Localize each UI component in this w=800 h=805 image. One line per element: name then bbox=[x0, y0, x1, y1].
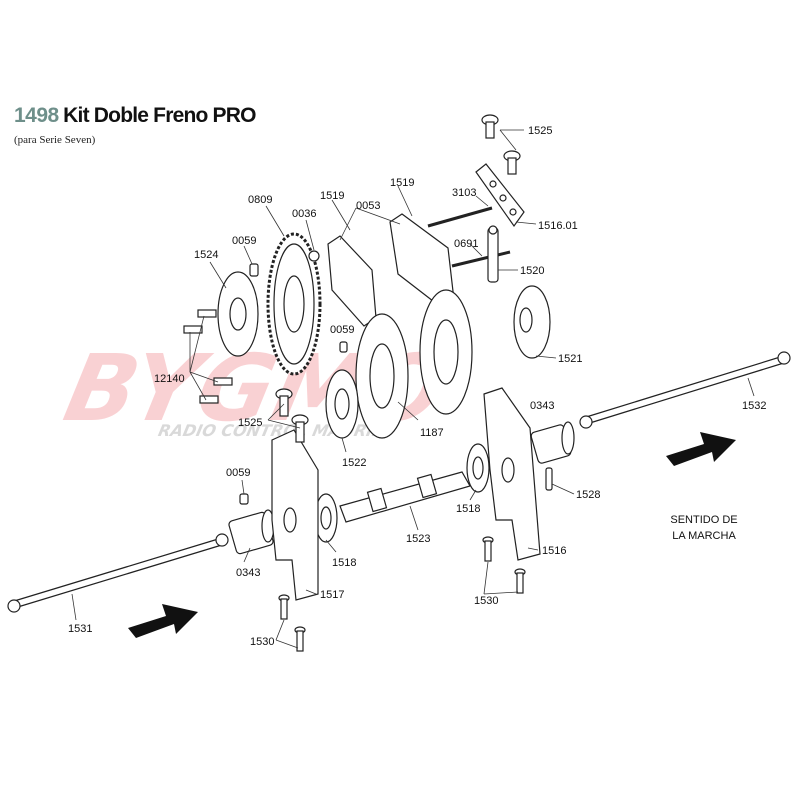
pin-0059-mid bbox=[339, 341, 348, 353]
arrow-right-icon bbox=[666, 432, 736, 466]
brake-disc-1187 bbox=[355, 289, 473, 439]
direction-line-1: SENTIDO DE bbox=[670, 514, 738, 526]
label-1530-right: 1530 bbox=[474, 595, 498, 607]
part-labels: 1525 1516.01 3103 0691 1520 1519 1519 00… bbox=[68, 125, 766, 648]
dogbone-1531 bbox=[7, 533, 229, 613]
label-1518-left: 1518 bbox=[332, 557, 356, 569]
leader-lines bbox=[71, 129, 755, 649]
label-0036: 0036 bbox=[292, 208, 316, 220]
lever-1520 bbox=[487, 225, 499, 283]
label-1523: 1523 bbox=[406, 533, 430, 545]
label-1522: 1522 bbox=[342, 457, 366, 469]
outdrive-0343-left bbox=[228, 509, 275, 555]
bearing-1518-right bbox=[466, 443, 490, 493]
label-1516-01: 1516.01 bbox=[538, 220, 578, 232]
nut-0036 bbox=[308, 250, 320, 262]
pin-1528 bbox=[545, 467, 553, 491]
label-1532: 1532 bbox=[742, 400, 766, 412]
arrow-left-icon bbox=[128, 604, 198, 638]
label-3103: 3103 bbox=[452, 187, 476, 199]
label-1519-right: 1519 bbox=[390, 177, 414, 189]
label-1520: 1520 bbox=[520, 265, 544, 277]
pin-0059-lower bbox=[239, 493, 249, 505]
direction-line-2: LA MARCHA bbox=[672, 530, 736, 542]
dogbone-1532 bbox=[579, 351, 791, 429]
label-1525-lower: 1525 bbox=[238, 417, 262, 429]
bearing-block-1521 bbox=[513, 285, 551, 359]
bearing-1518-left bbox=[314, 493, 338, 543]
label-1524: 1524 bbox=[194, 249, 218, 261]
label-0059-mid: 0059 bbox=[330, 324, 354, 336]
label-1521: 1521 bbox=[558, 353, 582, 365]
rod-3103 bbox=[427, 206, 493, 228]
screw-1525-top bbox=[481, 114, 521, 175]
screws-1530-left bbox=[278, 594, 306, 652]
label-1528: 1528 bbox=[576, 489, 600, 501]
kit-name: Kit Doble Freno PRO bbox=[63, 104, 256, 127]
label-0059-top: 0059 bbox=[232, 235, 256, 247]
label-1517: 1517 bbox=[320, 589, 344, 601]
hub-1524 bbox=[217, 271, 259, 357]
bracket-1516-01 bbox=[475, 163, 525, 228]
direction-note: SENTIDO DE LA MARCHA bbox=[664, 512, 744, 544]
label-0059-lower: 0059 bbox=[226, 467, 250, 479]
bulkhead-1517 bbox=[271, 429, 319, 601]
screws-1530-right bbox=[482, 536, 526, 594]
label-0343-right: 0343 bbox=[530, 400, 554, 412]
label-1531: 1531 bbox=[68, 623, 92, 635]
page-title: 1498 Kit Doble Freno PRO bbox=[14, 104, 256, 128]
outdrive-0343-right bbox=[530, 421, 575, 464]
bearing-1522 bbox=[325, 369, 359, 439]
label-0343-left: 0343 bbox=[236, 567, 260, 579]
rod-0691 bbox=[451, 250, 511, 268]
page-subtitle: (para Serie Seven) bbox=[14, 134, 96, 146]
bulkhead-1516 bbox=[483, 387, 541, 561]
brake-pad-1519-left bbox=[327, 235, 377, 327]
screws-1525-lower bbox=[275, 388, 309, 443]
label-1530-left: 1530 bbox=[250, 636, 274, 648]
label-0053: 0053 bbox=[356, 200, 380, 212]
label-0809: 0809 bbox=[248, 194, 272, 206]
label-12140: 12140 bbox=[154, 373, 185, 385]
label-0691: 0691 bbox=[454, 238, 478, 250]
label-1519-left: 1519 bbox=[320, 190, 344, 202]
main-shaft-1523 bbox=[339, 471, 471, 523]
label-1525-top: 1525 bbox=[528, 125, 552, 137]
label-1516: 1516 bbox=[542, 545, 566, 557]
label-1518-right: 1518 bbox=[456, 503, 480, 515]
kit-code: 1498 bbox=[14, 104, 59, 127]
label-1187: 1187 bbox=[420, 427, 444, 439]
bolts-12140 bbox=[183, 309, 233, 404]
spur-gear-0809 bbox=[266, 232, 322, 376]
pin-0059-top bbox=[249, 263, 259, 277]
